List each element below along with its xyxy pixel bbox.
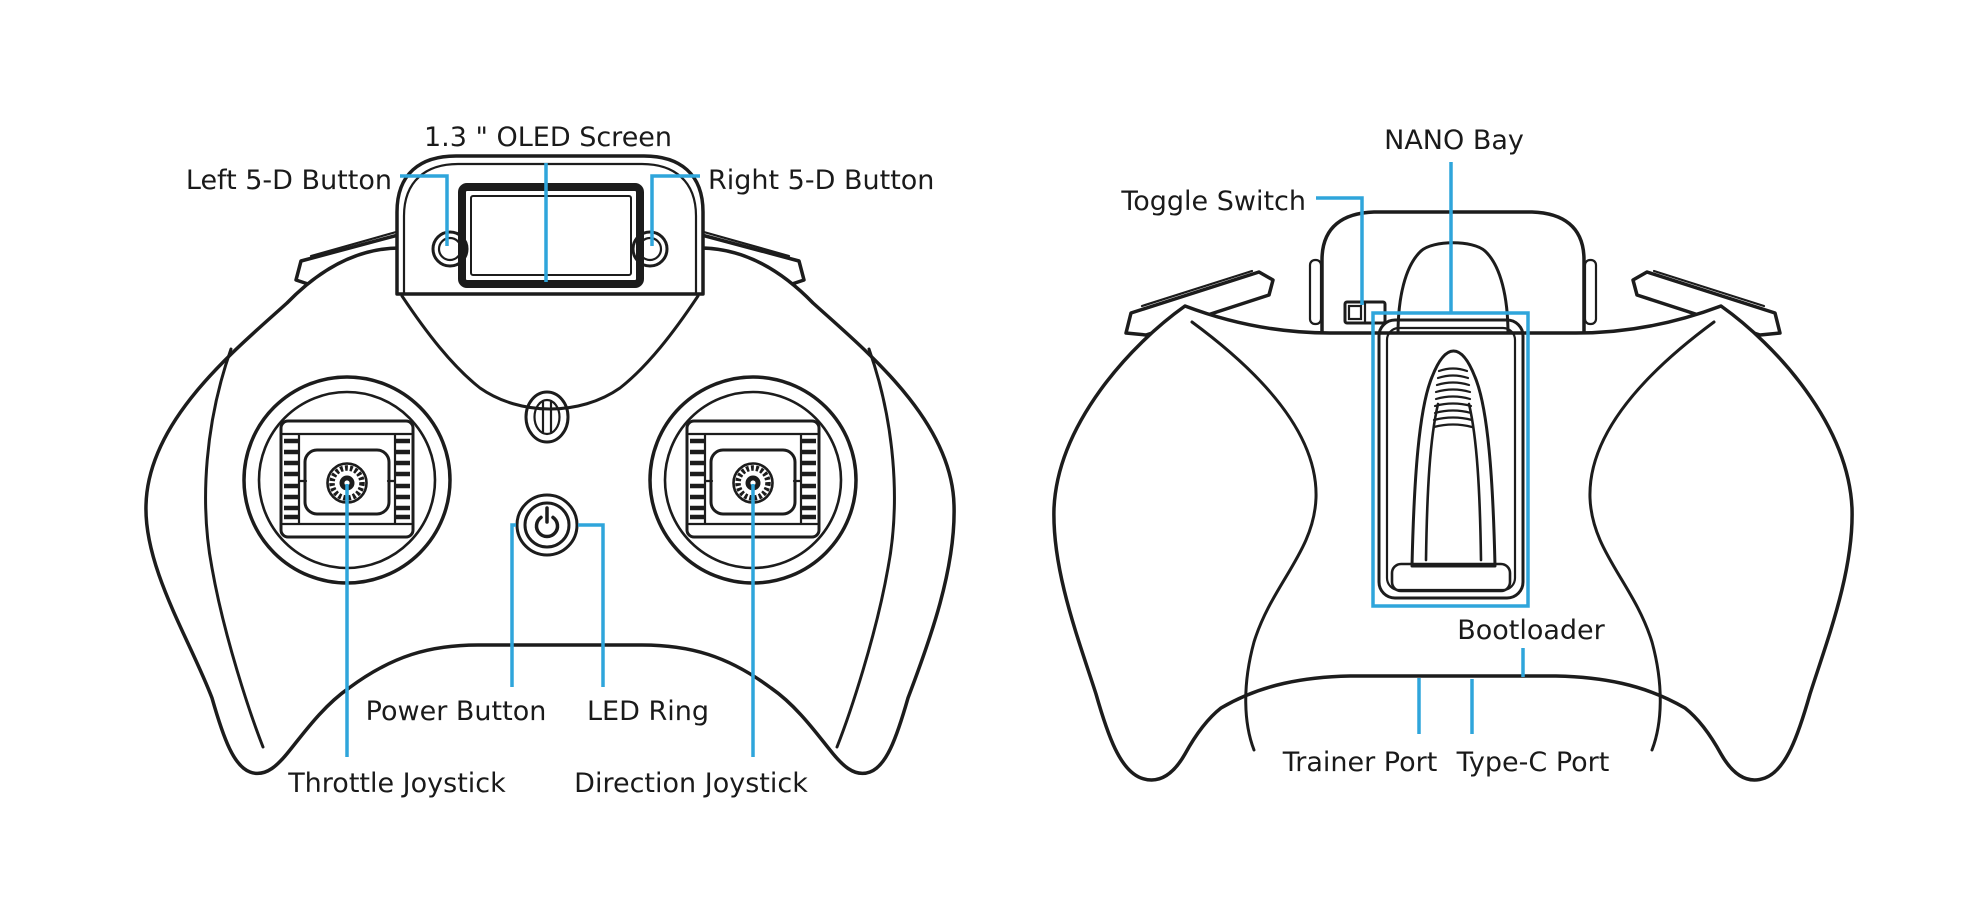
label-led-ring: LED Ring xyxy=(587,696,709,727)
back-view-diagram: NANO Bay Toggle Switch Bootloader Traine… xyxy=(1052,125,1854,782)
label-power-button: Power Button xyxy=(366,696,547,727)
label-type-c-port: Type-C Port xyxy=(1456,747,1610,778)
left-5d-button-cap xyxy=(437,236,463,262)
carry-arch xyxy=(1396,241,1510,336)
nano-bay-hump xyxy=(1320,210,1586,336)
label-trainer-port: Trainer Port xyxy=(1282,747,1438,778)
back-right-bumper xyxy=(1631,270,1782,337)
bay-door xyxy=(1377,318,1525,600)
label-left-5d-button: Left 5-D Button xyxy=(186,165,392,196)
leader-led-ring xyxy=(578,523,605,687)
label-oled-screen: 1.3 " OLED Screen xyxy=(424,122,672,153)
label-throttle-joystick: Throttle Joystick xyxy=(287,768,506,799)
gimbal-ribs xyxy=(284,438,410,520)
oled-screen-inner xyxy=(470,195,632,276)
leader-power xyxy=(510,523,516,687)
led-ring xyxy=(515,493,579,557)
back-right-crease xyxy=(1588,320,1716,752)
left-5d-button xyxy=(431,230,469,268)
right-grip-crease xyxy=(835,347,896,749)
label-direction-joystick: Direction Joystick xyxy=(574,768,808,799)
front-view-diagram: 1.3 " OLED Screen Left 5-D Button Right … xyxy=(144,122,956,799)
hump-left-tab xyxy=(1308,258,1323,326)
grip-ridges xyxy=(1432,367,1474,429)
label-toggle-switch: Toggle Switch xyxy=(1120,186,1306,217)
label-bootloader: Bootloader xyxy=(1457,615,1605,646)
label-right-5d-button: Right 5-D Button xyxy=(708,165,934,196)
back-left-crease xyxy=(1190,320,1318,752)
leader-toggle-switch xyxy=(1316,196,1364,305)
door-grip-arch xyxy=(1410,349,1497,568)
right-5d-button xyxy=(631,230,669,268)
power-button xyxy=(515,493,579,557)
left-grip-crease xyxy=(204,347,265,749)
oled-module-inner-edge xyxy=(402,162,698,296)
back-left-bumper xyxy=(1124,270,1275,337)
label-nano-bay: NANO Bay xyxy=(1384,125,1524,156)
oled-screen xyxy=(458,183,644,288)
emblem-badge xyxy=(524,390,570,444)
back-left-bumper-edge xyxy=(1140,269,1254,308)
hump-right-tab xyxy=(1583,258,1598,326)
leader-left-5d xyxy=(400,174,449,246)
right-5d-button-cap xyxy=(637,236,663,262)
back-body xyxy=(1052,304,1854,782)
leader-right-5d xyxy=(650,174,700,246)
nano-bay-outline xyxy=(1371,311,1530,608)
back-right-bumper-edge xyxy=(1652,269,1766,308)
power-icon xyxy=(534,515,560,539)
